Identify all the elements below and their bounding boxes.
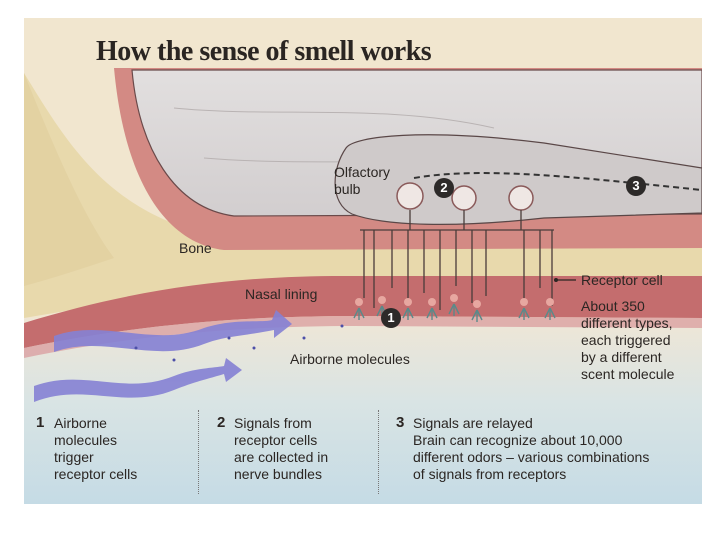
caption-divider-1 xyxy=(198,410,200,494)
step-2-number: 2 xyxy=(217,414,225,431)
step-1-badge: 1 xyxy=(381,308,401,328)
step-2-caption: Signals from receptor cells are collecte… xyxy=(234,415,328,483)
receptor-description: About 350 different types, each triggere… xyxy=(581,298,674,383)
airborne-molecules-label: Airborne molecules xyxy=(290,351,410,368)
diagram-title: How the sense of smell works xyxy=(96,36,431,68)
step-3-caption: Signals are relayed Brain can recognize … xyxy=(413,415,649,483)
receptor-cell-label: Receptor cell xyxy=(581,272,663,289)
step-2-badge: 2 xyxy=(434,178,454,198)
caption-divider-2 xyxy=(378,410,380,494)
diagram-panel: How the sense of smell works Olfactory b… xyxy=(24,18,702,504)
step-1-number: 1 xyxy=(36,414,44,431)
step-3-number: 3 xyxy=(396,414,404,431)
nasal-lining-label: Nasal lining xyxy=(245,286,317,303)
step-3-badge: 3 xyxy=(626,176,646,196)
step-1-caption: Airborne molecules trigger receptor cell… xyxy=(54,415,137,483)
bone-label: Bone xyxy=(179,240,212,257)
olfactory-bulb-label: Olfactory bulb xyxy=(334,164,390,198)
